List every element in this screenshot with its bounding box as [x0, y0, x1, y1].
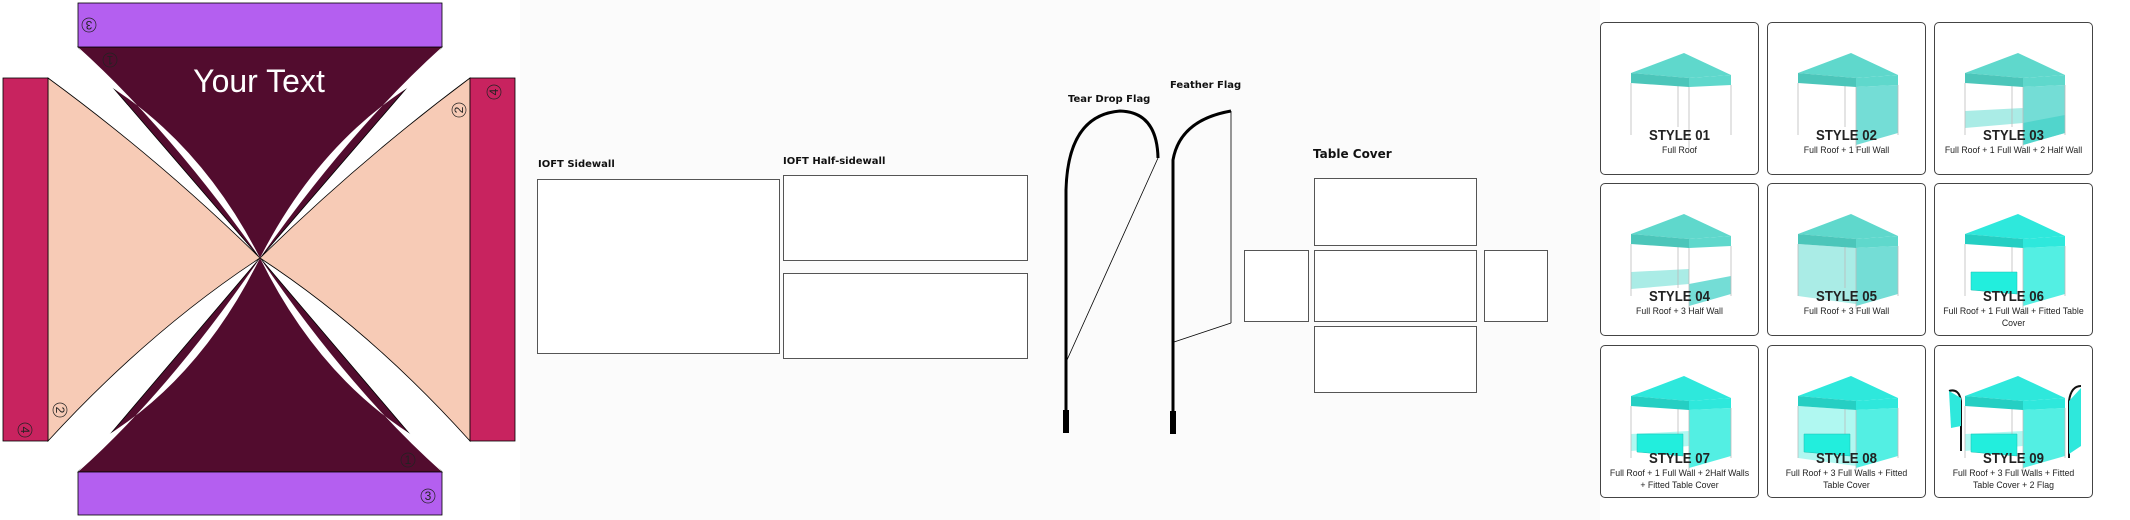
style-description: Full Roof + 1 Full Wall + 2Half Walls + … — [1609, 468, 1750, 491]
style-description: Full Roof + 1 Full Wall — [1803, 145, 1890, 156]
style-card-07[interactable]: STYLE 07 Full Roof + 1 Full Wall + 2Half… — [1600, 345, 1759, 498]
style-description: Full Roof — [1662, 145, 1697, 156]
style-title: STYLE 04 — [1649, 288, 1710, 305]
canopy-right-panel — [259, 77, 471, 443]
style-description: Full Roof + 3 Full Walls + Fitted Table … — [1785, 468, 1908, 491]
marker: 1 — [405, 453, 412, 467]
sidewall-template — [537, 179, 780, 354]
style-title: STYLE 03 — [1983, 127, 2044, 144]
tent-icon — [1630, 376, 1732, 471]
style-card-02[interactable]: STYLE 02 Full Roof + 1 Full Wall — [1767, 22, 1926, 175]
style-card-05[interactable]: STYLE 05 Full Roof + 3 Full Wall — [1767, 183, 1926, 336]
table-cover-left — [1244, 250, 1309, 322]
tent-icon — [1630, 53, 1732, 148]
table-cover-bottom — [1314, 326, 1477, 393]
style-title: STYLE 05 — [1816, 288, 1877, 305]
table-cover-right — [1484, 250, 1548, 322]
canopy-template: 3 1 1 3 2 4 2 4 Your Text — [2, 2, 516, 516]
style-card-08[interactable]: STYLE 08 Full Roof + 3 Full Walls + Fitt… — [1767, 345, 1926, 498]
style-description: Full Roof + 1 Full Wall + 2 Half Wall — [1944, 145, 2083, 156]
style-description: Full Roof + 1 Full Wall + Fitted Table C… — [1943, 306, 2084, 329]
headline-text: Your Text — [193, 63, 325, 99]
style-card-03[interactable]: STYLE 03 Full Roof + 1 Full Wall + 2 Hal… — [1934, 22, 2093, 175]
valance-top — [77, 2, 443, 48]
style-description: Full Roof + 3 Half Wall — [1636, 306, 1723, 317]
style-title: STYLE 09 — [1983, 450, 2044, 467]
style-title: STYLE 08 — [1816, 450, 1877, 467]
style-card-06[interactable]: STYLE 06 Full Roof + 1 Full Wall + Fitte… — [1934, 183, 2093, 336]
marker: 4 — [487, 88, 501, 95]
style-description: Full Roof + 3 Full Walls + Fitted Table … — [1952, 468, 2075, 491]
flag-templates — [1063, 109, 1232, 434]
valance-left — [2, 77, 49, 442]
style-card-01[interactable]: STYLE 01 Full Roof — [1600, 22, 1759, 175]
style-card-09[interactable]: STYLE 09 Full Roof + 3 Full Walls + Fitt… — [1934, 345, 2093, 498]
tent-icon — [1630, 214, 1732, 309]
marker: 1 — [106, 53, 113, 67]
feather-flag-label: Feather Flag — [1170, 80, 1242, 91]
valance-bottom — [77, 471, 443, 516]
teardrop-flag-label: Tear Drop Flag — [1068, 94, 1151, 105]
marker: 4 — [18, 427, 32, 434]
tent-icon — [1797, 53, 1899, 148]
feather-flag-icon — [1170, 109, 1232, 434]
style-description: Full Roof + 3 Full Wall — [1803, 306, 1890, 317]
tent-icon — [1948, 376, 2082, 471]
tent-icon — [1964, 53, 2066, 148]
table-cover-top — [1314, 178, 1477, 246]
marker: 2 — [53, 407, 67, 414]
marker: 3 — [85, 18, 92, 32]
tent-icon — [1797, 214, 1899, 309]
half-sidewall-label: IOFT Half-sidewall — [783, 156, 886, 167]
tent-icon — [1964, 214, 2066, 309]
sidewall-label: IOFT Sidewall — [538, 159, 615, 170]
marker: 2 — [452, 106, 466, 113]
style-title: STYLE 02 — [1816, 127, 1877, 144]
style-card-04[interactable]: STYLE 04 Full Roof + 3 Half Wall — [1600, 183, 1759, 336]
table-cover-label: Table Cover — [1313, 147, 1392, 161]
valance-right — [469, 77, 516, 442]
table-cover-front — [1314, 250, 1477, 322]
tent-icon — [1797, 376, 1899, 471]
style-title: STYLE 01 — [1649, 127, 1710, 144]
marker: 3 — [425, 489, 432, 503]
half-sidewall-template-1 — [783, 175, 1028, 261]
teardrop-flag-icon — [1063, 109, 1160, 433]
half-sidewall-template-2 — [783, 273, 1028, 359]
style-title: STYLE 06 — [1983, 288, 2044, 305]
style-title: STYLE 07 — [1649, 450, 1710, 467]
